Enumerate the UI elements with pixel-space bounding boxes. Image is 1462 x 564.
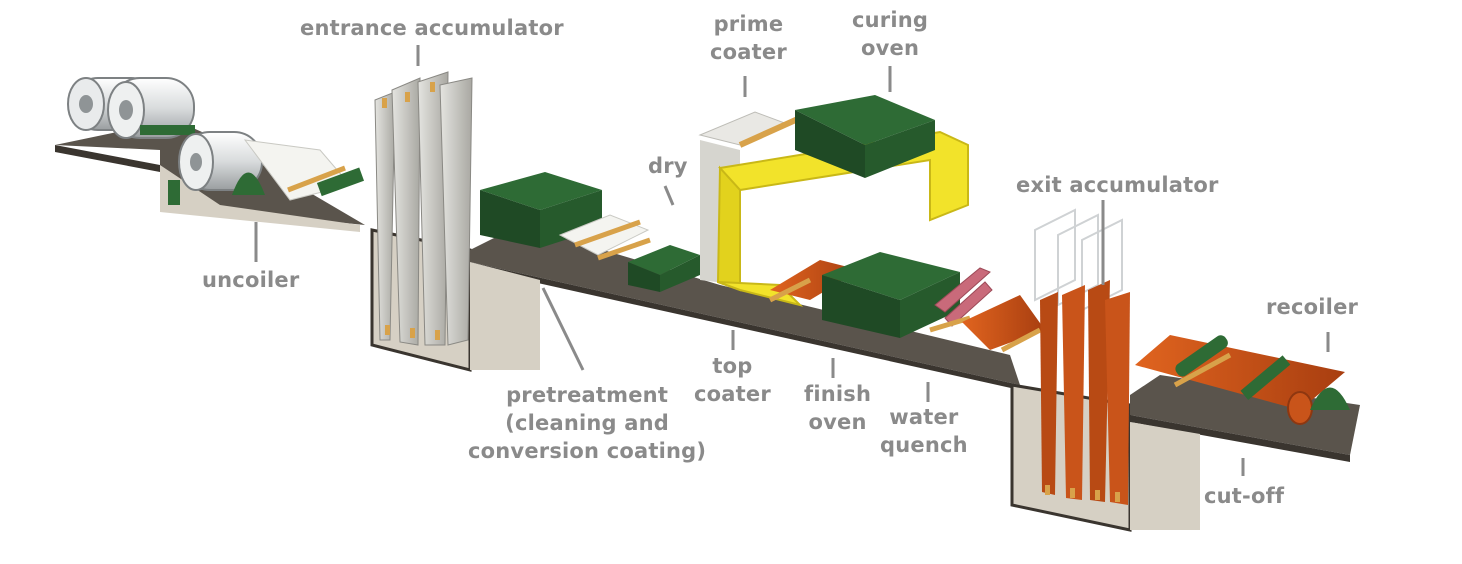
label-dry: dry bbox=[648, 154, 688, 178]
water-quench bbox=[929, 267, 1045, 353]
exit-accumulator bbox=[1034, 208, 1130, 505]
label-entrance-accumulator: entrance accumulator bbox=[300, 16, 564, 40]
label-pretreatment-line2: (cleaning and bbox=[505, 411, 670, 435]
label-finish-oven: finish oven bbox=[804, 380, 871, 436]
label-water-quench: water quench bbox=[880, 403, 968, 459]
label-curing-oven-line2: oven bbox=[861, 36, 920, 60]
label-prime-coater-line2: coater bbox=[710, 40, 787, 64]
label-pretreatment: pretreatment (cleaning and conversion co… bbox=[468, 381, 706, 465]
label-top-coater-line1: top bbox=[712, 354, 753, 378]
label-pretreatment-line3: conversion coating) bbox=[468, 439, 707, 463]
label-pretreatment-line1: pretreatment bbox=[506, 383, 669, 407]
base-segment-process bbox=[470, 225, 1020, 385]
label-finish-oven-line1: finish bbox=[804, 382, 872, 406]
label-water-quench-line1: water bbox=[889, 405, 959, 429]
label-exit-accumulator: exit accumulator bbox=[1016, 173, 1219, 197]
coil-stock bbox=[67, 77, 195, 139]
label-top-coater: top coater bbox=[694, 352, 771, 408]
label-finish-oven-line2: oven bbox=[808, 410, 867, 434]
dryer-unit bbox=[628, 245, 700, 292]
base-segment-recoil bbox=[1130, 375, 1360, 455]
leader-lines bbox=[254, 45, 1330, 476]
recoil-section bbox=[1135, 335, 1350, 425]
label-recoiler: recoiler bbox=[1266, 295, 1359, 319]
label-uncoiler: uncoiler bbox=[202, 268, 300, 292]
label-curing-oven: curing oven bbox=[852, 6, 928, 62]
pretreatment-unit bbox=[480, 172, 651, 261]
label-prime-coater: prime coater bbox=[710, 10, 787, 66]
label-top-coater-line2: coater bbox=[694, 382, 771, 406]
label-water-quench-line2: quench bbox=[880, 433, 968, 457]
label-curing-oven-line1: curing bbox=[852, 8, 929, 32]
label-cut-off: cut-off bbox=[1204, 484, 1285, 508]
finish-oven bbox=[822, 252, 960, 338]
entrance-accumulator bbox=[374, 71, 473, 346]
uncoiler-machine bbox=[168, 131, 365, 205]
label-prime-coater-line1: prime bbox=[713, 12, 784, 36]
